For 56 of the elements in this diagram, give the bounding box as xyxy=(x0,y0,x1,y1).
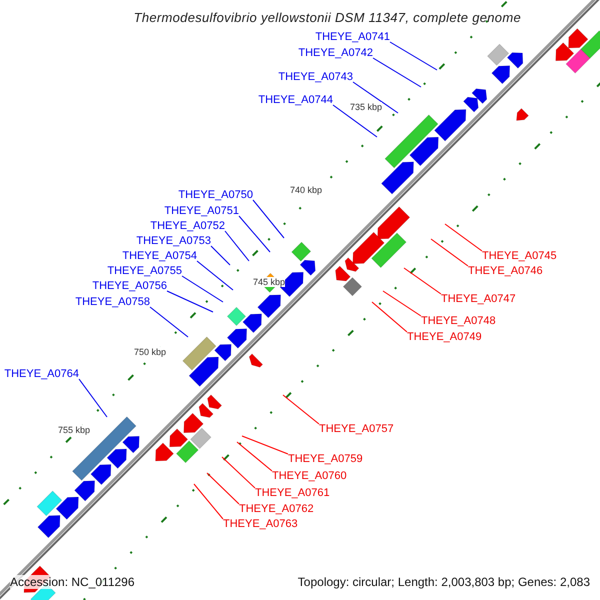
gene-label: THEYE_A0743 xyxy=(278,71,353,83)
gene-label: THEYE_A0741 xyxy=(315,31,390,43)
leader-line xyxy=(372,302,408,332)
gene-label: THEYE_A0754 xyxy=(122,250,197,262)
leader-line xyxy=(352,82,398,114)
gene-label: THEYE_A0749 xyxy=(407,331,482,343)
leader-line xyxy=(332,104,378,138)
gene-label: THEYE_A0756 xyxy=(92,280,167,292)
leader-line xyxy=(372,58,422,88)
gene-label: THEYE_A0759 xyxy=(288,453,363,465)
gene-label: THEYE_A0755 xyxy=(107,265,182,277)
gene-label: THEYE_A0757 xyxy=(319,423,394,435)
gene-label: THEYE_A0751 xyxy=(164,205,239,217)
leader-line xyxy=(282,394,320,424)
gene-label: THEYE_A0764 xyxy=(4,368,79,380)
leader-line xyxy=(430,238,468,266)
scale-label: 750 kbp xyxy=(134,347,166,357)
gene-label: THEYE_A0752 xyxy=(150,220,225,232)
leader-line xyxy=(166,290,214,312)
leader-line xyxy=(390,42,438,70)
gene-label: THEYE_A0745 xyxy=(482,250,557,262)
gene-label: THEYE_A0747 xyxy=(441,293,516,305)
gene-label: THEYE_A0763 xyxy=(223,518,298,530)
gene-label: THEYE_A0761 xyxy=(255,487,330,499)
leader-line xyxy=(382,290,422,316)
gene-label: THEYE_A0746 xyxy=(468,265,543,277)
leader-line xyxy=(150,306,188,338)
leader-line xyxy=(224,230,250,262)
leader-line xyxy=(182,276,224,302)
title: Thermodesulfovibrio yellowstonii DSM 11347, complete genome xyxy=(134,10,521,25)
leader-line xyxy=(206,472,240,504)
leader-line xyxy=(196,260,234,290)
gene-label: THEYE_A0750 xyxy=(178,189,253,201)
gene-label: THEYE_A0744 xyxy=(258,94,333,106)
leader-line xyxy=(404,268,442,294)
gene-label: THEYE_A0742 xyxy=(298,47,373,59)
gene-label: THEYE_A0748 xyxy=(421,315,496,327)
scale-label: 755 kbp xyxy=(58,425,90,435)
scale-label: 745 kbp xyxy=(253,277,286,287)
gene-label: THEYE_A0758 xyxy=(75,296,150,308)
leader-line xyxy=(194,484,224,520)
gene-label: THEYE_A0753 xyxy=(136,235,211,247)
leader-line xyxy=(236,442,272,472)
leader-line xyxy=(444,224,482,252)
gene-label: THEYE_A0762 xyxy=(239,503,314,515)
scale-label: 735 kbp xyxy=(350,102,382,112)
leader-line xyxy=(210,246,230,266)
accession-text: Accession: NC_011296 xyxy=(10,575,135,589)
leader-line xyxy=(78,378,108,418)
scale-label: 740 kbp xyxy=(290,185,322,195)
leader-line xyxy=(238,216,270,252)
leader-line xyxy=(242,436,288,454)
gene-label: THEYE_A0760 xyxy=(272,470,347,482)
leader-line xyxy=(252,200,284,238)
leader-line xyxy=(222,456,256,488)
genome-info-text: Topology: circular; Length: 2,003,803 bp; Genes: 2,083 xyxy=(298,575,590,589)
